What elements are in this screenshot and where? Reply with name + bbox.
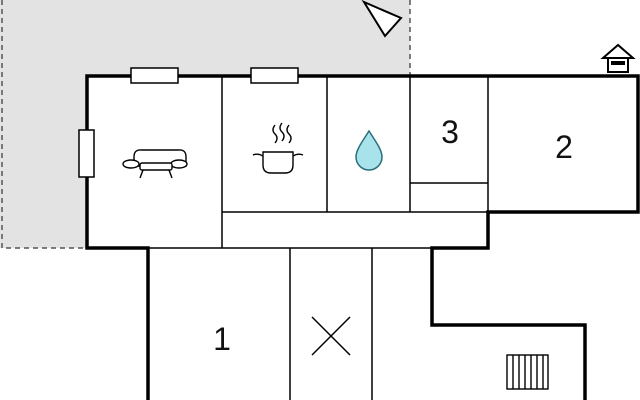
room-3-number: 3 <box>441 114 459 150</box>
terrace-border <box>1 0 411 249</box>
north-arrow-icon <box>361 0 403 38</box>
window <box>250 67 299 84</box>
interior-walls <box>148 76 489 400</box>
room-1-number: 1 <box>213 321 231 357</box>
terrace-area <box>0 0 410 248</box>
cooking-pot-icon <box>252 122 304 174</box>
windows <box>78 67 299 178</box>
sofa-icon <box>122 149 188 179</box>
house-icon <box>600 43 636 73</box>
window <box>78 129 95 178</box>
window <box>130 67 179 84</box>
exterior-walls <box>85 74 640 400</box>
stairs-icon <box>506 354 549 390</box>
water-drop-icon <box>355 129 383 171</box>
room-2-number: 2 <box>555 129 573 165</box>
x-cross-icon <box>311 316 351 356</box>
